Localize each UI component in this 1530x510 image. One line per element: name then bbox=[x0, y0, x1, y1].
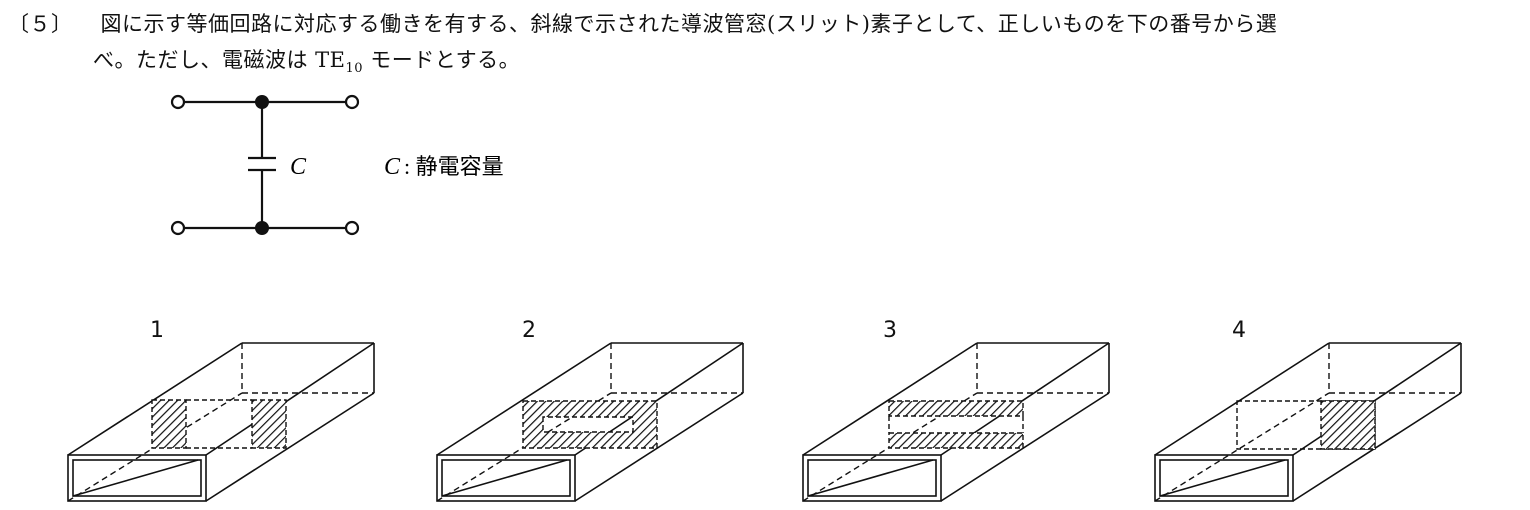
terminal-top-right bbox=[344, 94, 360, 110]
waveguide-option-4 bbox=[1154, 342, 1462, 502]
option-label-4: 4 bbox=[1232, 318, 1246, 343]
slit-left-strip bbox=[151, 399, 187, 449]
terminal-bottom-left bbox=[170, 220, 186, 236]
slit-bottom-strip bbox=[888, 432, 1024, 449]
question-number: 〔５〕 bbox=[8, 12, 73, 36]
question-line-1: 〔５〕 図に示す等価回路に対応する働きを有する、斜線で示された導波管窓(スリット)… bbox=[8, 8, 1277, 38]
terminal-bottom-right bbox=[344, 220, 360, 236]
option-label-2: 2 bbox=[522, 318, 536, 343]
slit-right-strip bbox=[251, 399, 287, 449]
terminal-top-left bbox=[170, 94, 186, 110]
equivalent-circuit: C C : 静電容量 bbox=[170, 94, 504, 236]
question-line-2: べ。ただし、電磁波は TE10 モードとする。 bbox=[93, 48, 521, 77]
question-text-line1: 図に示す等価回路に対応する働きを有する、斜線で示された導波管窓(スリット)素子と… bbox=[100, 12, 1278, 36]
option-label-1: 1 bbox=[150, 318, 164, 343]
waveguide-option-2 bbox=[436, 342, 744, 502]
waveguide-option-3 bbox=[802, 342, 1110, 502]
capacitor-label: C bbox=[290, 154, 307, 180]
legend-symbol: C bbox=[384, 154, 401, 180]
option-label-3: 3 bbox=[883, 318, 897, 343]
legend-text: : 静電容量 bbox=[404, 154, 504, 179]
slit-top-strip bbox=[888, 400, 1024, 417]
junction-top bbox=[255, 95, 269, 109]
slit-frame bbox=[522, 400, 658, 449]
slit-center-block bbox=[1320, 400, 1376, 450]
junction-bottom bbox=[255, 221, 269, 235]
waveguide-option-1 bbox=[67, 342, 375, 502]
